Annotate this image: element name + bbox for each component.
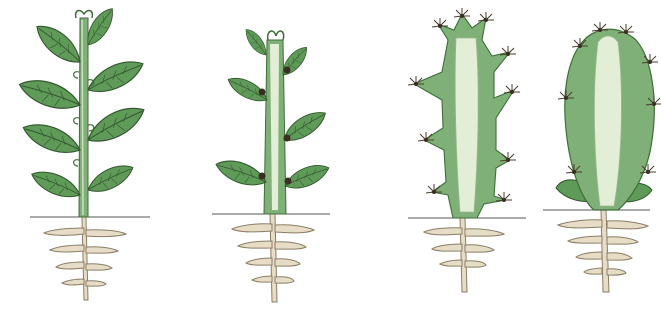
stage-2-transitional-plant (212, 27, 331, 302)
roots-4 (558, 210, 648, 292)
stage-4-flattened-cactus (543, 22, 661, 292)
stage-1-leafy-plant (18, 6, 150, 300)
roots-3 (424, 218, 504, 292)
roots-1 (44, 217, 126, 300)
stage-3-columnar-cactus (408, 8, 526, 292)
roots-2 (232, 214, 314, 302)
